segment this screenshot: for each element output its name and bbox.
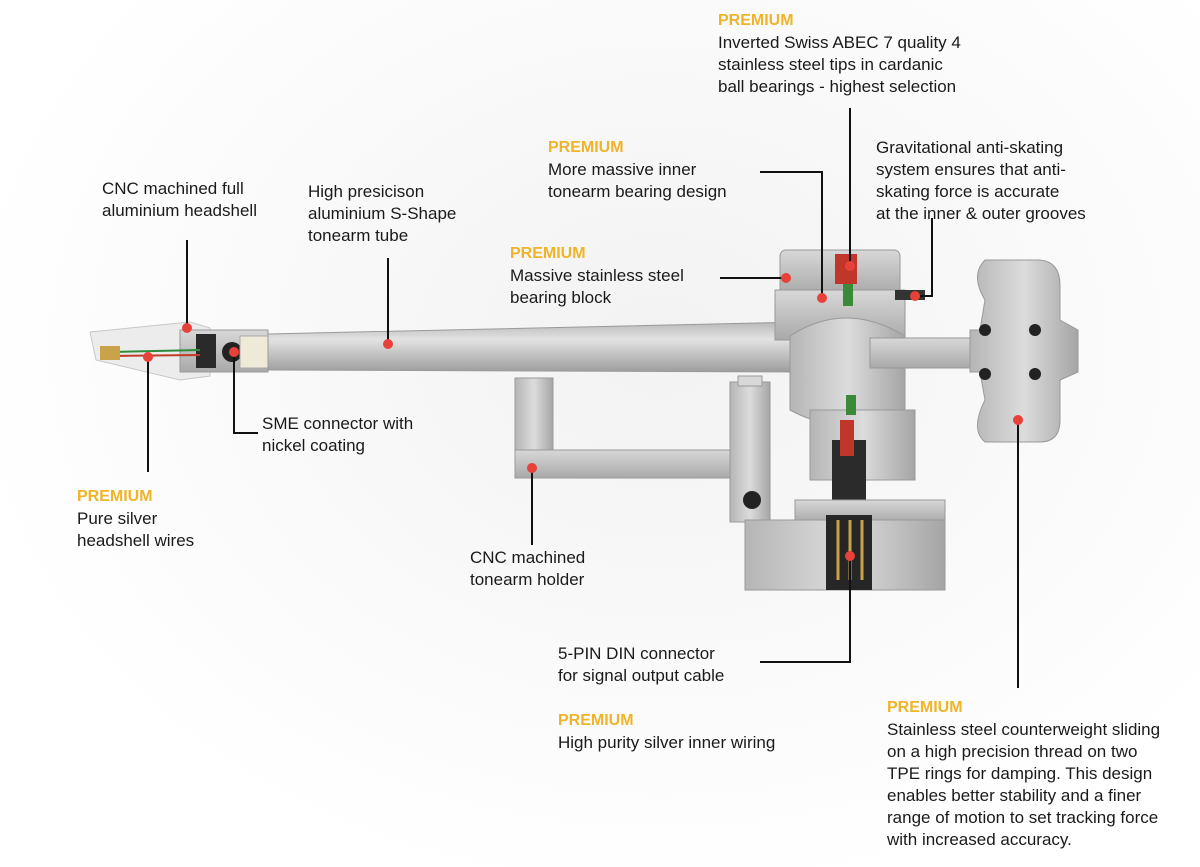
marker-headshell: [182, 323, 192, 333]
leader-din: [760, 556, 851, 663]
marker-inner-bearing: [817, 293, 827, 303]
callout-anti-skating: Gravitational anti-skating system ensure…: [876, 137, 1086, 225]
callout-inner-bearing: PREMIUM More massive inner tonearm beari…: [548, 137, 727, 203]
tonearm-base: [744, 395, 946, 591]
callout-text: Gravitational anti-skating system ensure…: [876, 138, 1086, 223]
callout-text: Massive stainless steel bearing block: [510, 266, 684, 307]
marker-anti-skating: [910, 291, 920, 301]
headshell: [89, 321, 269, 381]
leader-anti-skating: [915, 218, 933, 297]
leader-inner-bearing: [760, 171, 823, 298]
marker-bearing-block: [781, 273, 791, 283]
marker-holder: [527, 463, 537, 473]
callout-text: High presicison aluminium S-Shape tonear…: [308, 182, 457, 245]
marker-counterweight: [1013, 415, 1023, 425]
premium-tag: PREMIUM: [887, 699, 963, 716]
premium-tag: PREMIUM: [548, 139, 624, 156]
marker-sme: [229, 347, 239, 357]
tonearm-holder: [514, 375, 771, 523]
callout-text: CNC machined tonearm holder: [470, 548, 586, 589]
marker-tube: [383, 339, 393, 349]
callout-text: Inverted Swiss ABEC 7 quality 4 stainles…: [718, 33, 961, 96]
callout-headshell: CNC machined full aluminium headshell: [102, 178, 257, 222]
callout-tube: High presicison aluminium S-Shape tonear…: [308, 181, 456, 247]
markers: [143, 261, 1023, 561]
leader-lines: [147, 108, 1019, 688]
callout-bearing-block: PREMIUM Massive stainless steel bearing …: [510, 243, 684, 309]
callout-text: High purity silver inner wiring: [558, 733, 776, 752]
counterweight: [969, 259, 1079, 443]
marker-din: [845, 551, 855, 561]
callout-text: SME connector with nickel coating: [262, 414, 414, 455]
callout-text: CNC machined full aluminium headshell: [102, 179, 257, 220]
callout-bearings: PREMIUM Inverted Swiss ABEC 7 quality 4 …: [718, 10, 961, 98]
callout-din: 5-PIN DIN connector for signal output ca…: [558, 643, 724, 687]
bearing-block: [774, 249, 981, 426]
premium-tag: PREMIUM: [510, 245, 586, 262]
leader-sme: [233, 352, 258, 434]
callout-text: 5-PIN DIN connector for signal output ca…: [558, 644, 725, 685]
callout-counterweight: PREMIUM Stainless steel counterweight sl…: [887, 697, 1160, 851]
callout-holder: CNC machined tonearm holder: [470, 547, 585, 591]
callout-text: Stainless steel counterweight sliding on…: [887, 720, 1161, 849]
callout-wires: PREMIUM Pure silver headshell wires: [77, 486, 194, 552]
premium-tag: PREMIUM: [77, 488, 153, 505]
premium-tag: PREMIUM: [718, 12, 794, 29]
callout-inner-wiring: PREMIUM High purity silver inner wiring: [558, 710, 775, 754]
callout-text: More massive inner tonearm bearing desig…: [548, 160, 727, 201]
callout-sme: SME connector with nickel coating: [262, 413, 413, 457]
marker-bearings: [845, 261, 855, 271]
callout-text: Pure silver headshell wires: [77, 509, 195, 550]
marker-wires: [143, 352, 153, 362]
premium-tag: PREMIUM: [558, 712, 634, 729]
